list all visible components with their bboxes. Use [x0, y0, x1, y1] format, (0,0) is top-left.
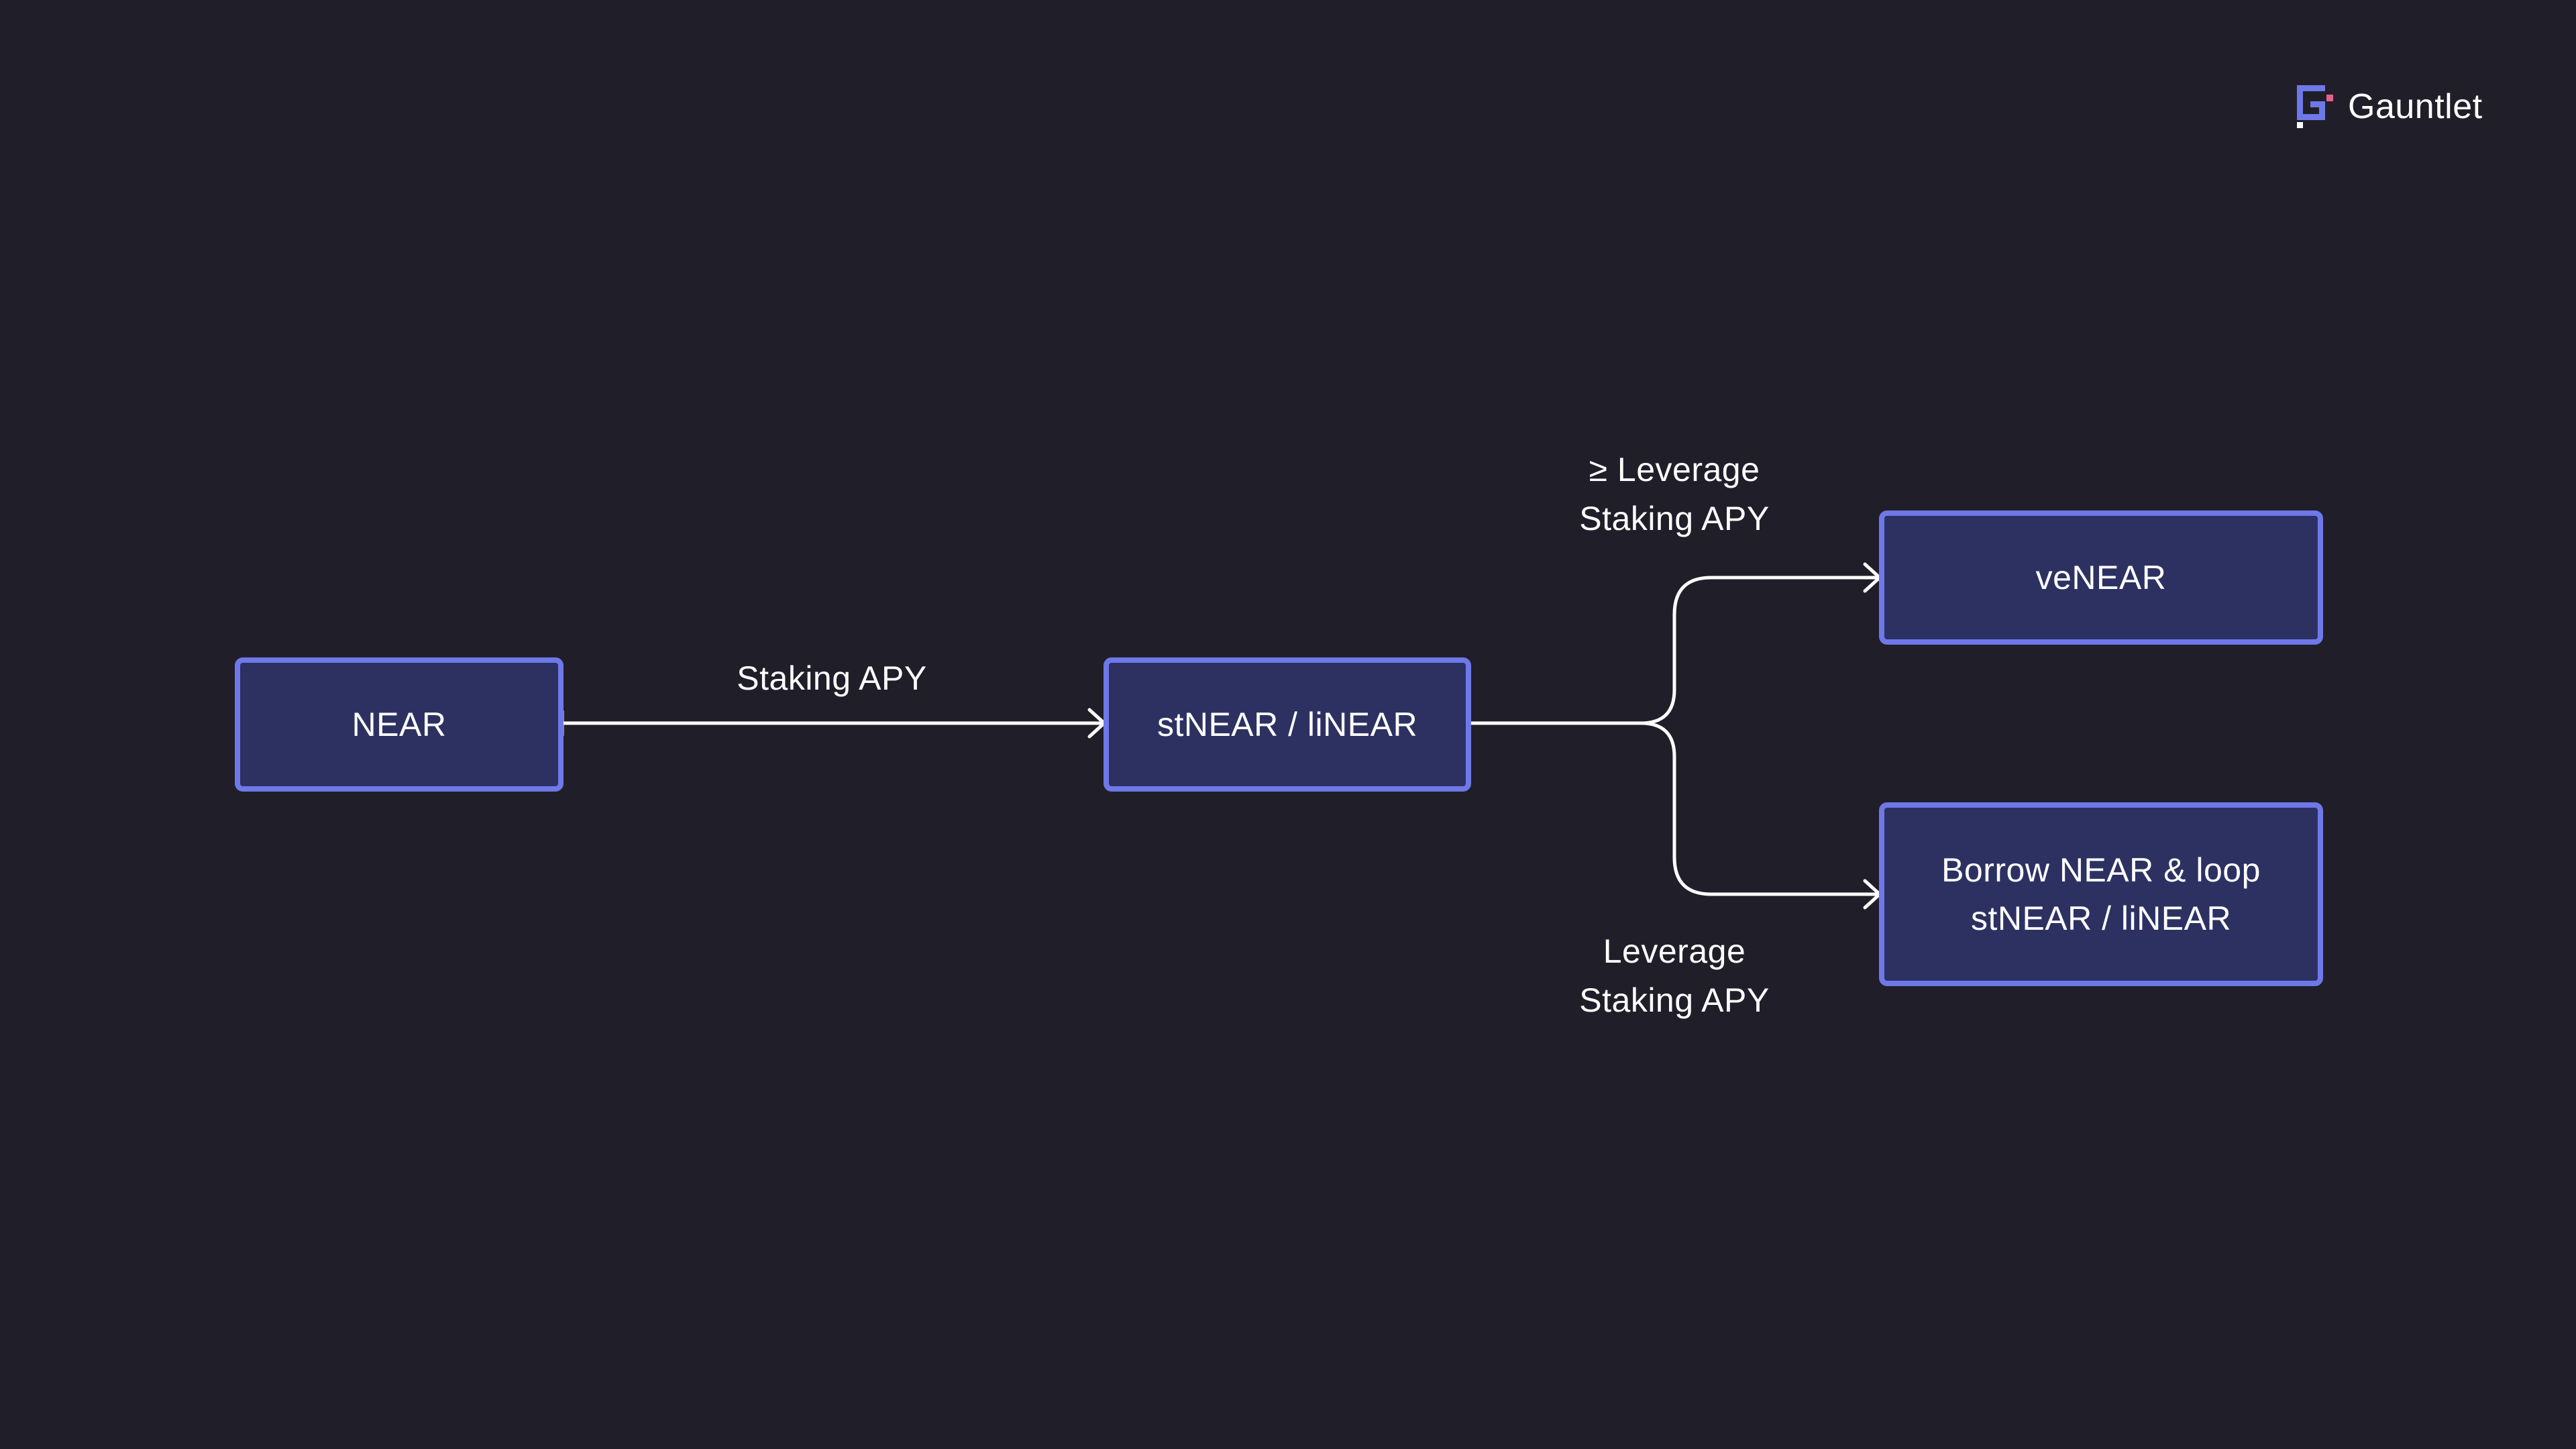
node-venear-label: veNEAR — [2035, 559, 2167, 596]
edge-label-borrow: Leverage Staking APY — [1540, 927, 1809, 1025]
node-near: NEAR — [235, 657, 564, 792]
edge-stnear-to-venear — [1468, 562, 1882, 725]
edge-near-to-stnear — [560, 708, 1106, 739]
node-venear: veNEAR — [1879, 511, 2323, 645]
node-stnear-label: stNEAR / liNEAR — [1157, 706, 1418, 743]
node-borrow-loop: Borrow NEAR & loop stNEAR / liNEAR — [1879, 802, 2323, 986]
edge-label-line1: ≥ Leverage — [1589, 451, 1760, 488]
edge-label-line1: Leverage — [1603, 932, 1746, 970]
gauntlet-logo-icon — [2297, 85, 2333, 128]
brand-logo: Gauntlet — [2297, 83, 2483, 130]
node-borrow-label-line2: stNEAR / liNEAR — [1970, 900, 2232, 937]
brand-name: Gauntlet — [2348, 87, 2483, 126]
edge-label-text: Staking APY — [737, 659, 927, 697]
node-near-label: NEAR — [352, 706, 447, 743]
edge-label-line2: Staking APY — [1579, 500, 1770, 537]
edge-label-venear: ≥ Leverage Staking APY — [1540, 445, 1809, 543]
edge-label-line2: Staking APY — [1579, 981, 1770, 1019]
edge-stnear-to-borrow — [1639, 721, 1882, 910]
node-borrow-label-line1: Borrow NEAR & loop — [1941, 851, 2261, 889]
edge-label-staking-apy: Staking APY — [698, 654, 966, 703]
node-stnear-linear: stNEAR / liNEAR — [1104, 657, 1471, 792]
